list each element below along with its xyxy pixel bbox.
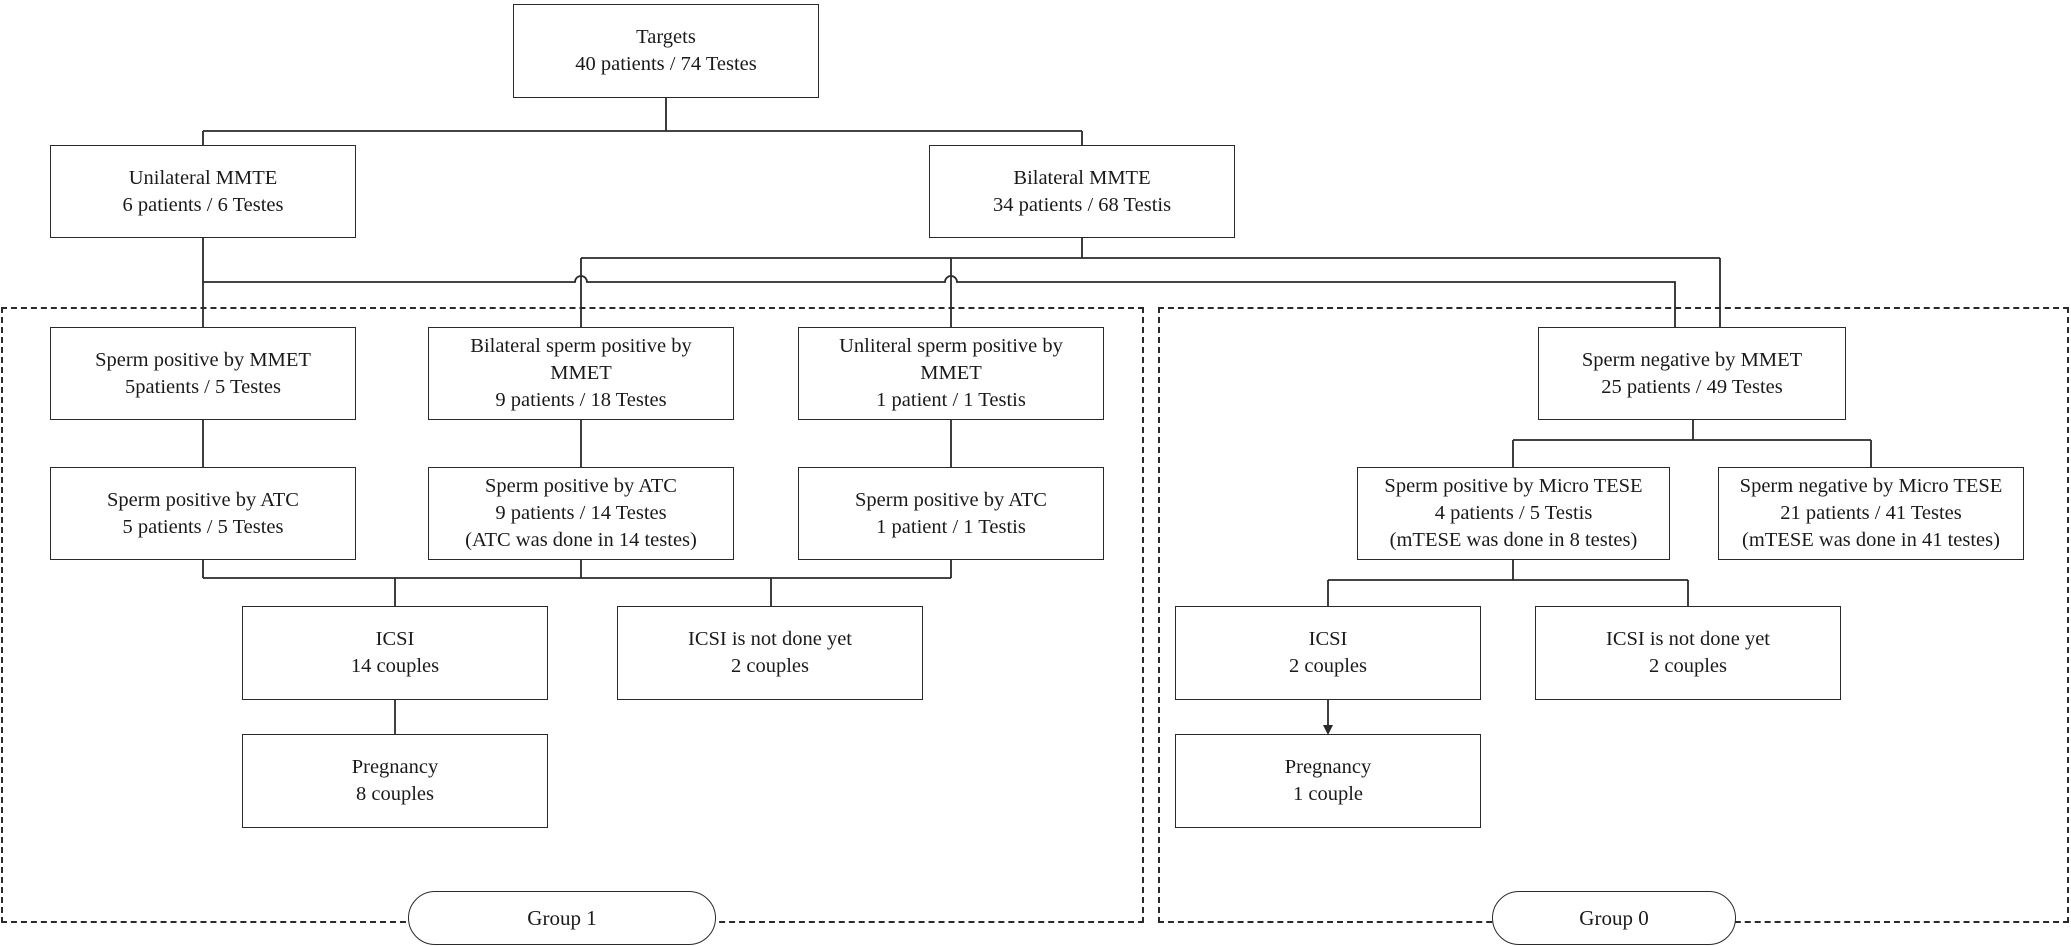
sperm-positive-mmet-box: Sperm positive by MMET 5patients / 5 Tes… — [50, 327, 356, 420]
pregnancy-group0-count: 1 couple — [1292, 783, 1364, 805]
atc-left-title: Sperm positive by ATC — [107, 488, 299, 511]
connector-neg-microtese — [1512, 420, 1872, 467]
atc-right-title: Sperm positive by ATC — [855, 488, 1047, 511]
targets-box: Targets 40 patients / 74 Testes — [513, 4, 819, 98]
unilateral-mmte-title: Unilateral MMTE — [128, 166, 278, 189]
icsi-group0-title: ICSI — [1308, 628, 1348, 650]
icsi-group1-title: ICSI — [375, 628, 415, 650]
pregnancy-group1-count: 8 couples — [356, 783, 434, 805]
micro-tese-negative-count: 21 patients / 41 Testes — [1780, 502, 1962, 524]
connector-targets-split — [202, 98, 1083, 145]
bilateral-mmte-box: Bilateral MMTE 34 patients / 68 Testis — [929, 145, 1235, 238]
micro-tese-positive-box: Sperm positive by Micro TESE 4 patients … — [1357, 467, 1670, 560]
atc-left-box: Sperm positive by ATC 5 patients / 5 Tes… — [50, 467, 356, 560]
unilateral-mmte-box: Unilateral MMTE 6 patients / 6 Testes — [50, 145, 356, 238]
sperm-negative-mmet-box: Sperm negative by MMET 25 patients / 49 … — [1538, 327, 1846, 420]
icsi-not-done-group1-count: 2 couples — [731, 655, 809, 677]
atc-middle-note: (ATC was done in 14 testes) — [465, 529, 697, 551]
pregnancy-group1-box: Pregnancy 8 couples — [242, 734, 548, 828]
bilateral-sperm-positive-mmet-box: Bilateral sperm positive by MMET 9 patie… — [428, 327, 734, 420]
connector-microtese-icsi — [1327, 560, 1689, 606]
icsi-group0-box: ICSI 2 couples — [1175, 606, 1481, 700]
atc-middle-count: 9 patients / 14 Testes — [495, 502, 667, 524]
micro-tese-negative-box: Sperm negative by Micro TESE 21 patients… — [1718, 467, 2024, 560]
connector-bilateral-bus — [580, 238, 1721, 327]
micro-tese-negative-note: (mTESE was done in 41 testes) — [1742, 529, 2000, 551]
unilateral-mmte-count: 6 patients / 6 Testes — [122, 193, 284, 216]
unilateral-sperm-positive-line2: MMET — [920, 362, 982, 384]
micro-tese-positive-title: Sperm positive by Micro TESE — [1384, 475, 1643, 497]
pregnancy-group0-box: Pregnancy 1 couple — [1175, 734, 1481, 828]
bilateral-sperm-positive-count: 9 patients / 18 Testes — [495, 389, 667, 411]
icsi-group1-box: ICSI 14 couples — [242, 606, 548, 700]
atc-right-count: 1 patient / 1 Testis — [876, 515, 1026, 538]
sperm-negative-mmet-count: 25 patients / 49 Testes — [1601, 375, 1783, 398]
micro-tese-positive-note: (mTESE was done in 8 testes) — [1389, 529, 1638, 551]
icsi-group1-count: 14 couples — [350, 655, 440, 677]
micro-tese-negative-title: Sperm negative by Micro TESE — [1739, 475, 2003, 497]
icsi-not-done-group0-title: ICSI is not done yet — [1606, 628, 1770, 650]
atc-middle-box: Sperm positive by ATC 9 patients / 14 Te… — [428, 467, 734, 560]
icsi-not-done-group1-box: ICSI is not done yet 2 couples — [617, 606, 923, 700]
bilateral-sperm-positive-line2: MMET — [550, 362, 612, 384]
bilateral-sperm-positive-line1: Bilateral sperm positive by — [470, 335, 692, 357]
sperm-positive-mmet-count: 5patients / 5 Testes — [125, 375, 281, 398]
group-1-label: Group 1 — [408, 891, 716, 945]
sperm-positive-mmet-title: Sperm positive by MMET — [95, 348, 311, 371]
connector-atc-icsi — [202, 560, 952, 606]
icsi-not-done-group0-count: 2 couples — [1649, 655, 1727, 677]
targets-title: Targets — [636, 26, 696, 48]
icsi-not-done-group0-box: ICSI is not done yet 2 couples — [1535, 606, 1841, 700]
atc-middle-title: Sperm positive by ATC — [485, 475, 677, 497]
atc-left-count: 5 patients / 5 Testes — [122, 515, 284, 538]
group-0-label: Group 0 — [1492, 891, 1736, 945]
micro-tese-positive-count: 4 patients / 5 Testis — [1434, 502, 1593, 524]
icsi-not-done-group1-title: ICSI is not done yet — [688, 628, 852, 650]
connector-mmet-atc — [202, 420, 952, 467]
pregnancy-group0-title: Pregnancy — [1284, 756, 1372, 778]
atc-right-box: Sperm positive by ATC 1 patient / 1 Test… — [798, 467, 1104, 560]
unilateral-sperm-positive-line1: Unliteral sperm positive by — [839, 335, 1063, 357]
bilateral-mmte-count: 34 patients / 68 Testis — [992, 193, 1172, 216]
bilateral-mmte-title: Bilateral MMTE — [1013, 166, 1151, 189]
pregnancy-group1-title: Pregnancy — [351, 756, 439, 778]
unilateral-sperm-positive-mmet-box: Unliteral sperm positive by MMET 1 patie… — [798, 327, 1104, 420]
icsi-group0-count: 2 couples — [1289, 655, 1367, 677]
targets-count: 40 patients / 74 Testes — [575, 53, 757, 75]
connector-unilateral-bus — [202, 238, 1676, 327]
unilateral-sperm-positive-count: 1 patient / 1 Testis — [876, 389, 1026, 411]
sperm-negative-mmet-title: Sperm negative by MMET — [1581, 348, 1803, 371]
